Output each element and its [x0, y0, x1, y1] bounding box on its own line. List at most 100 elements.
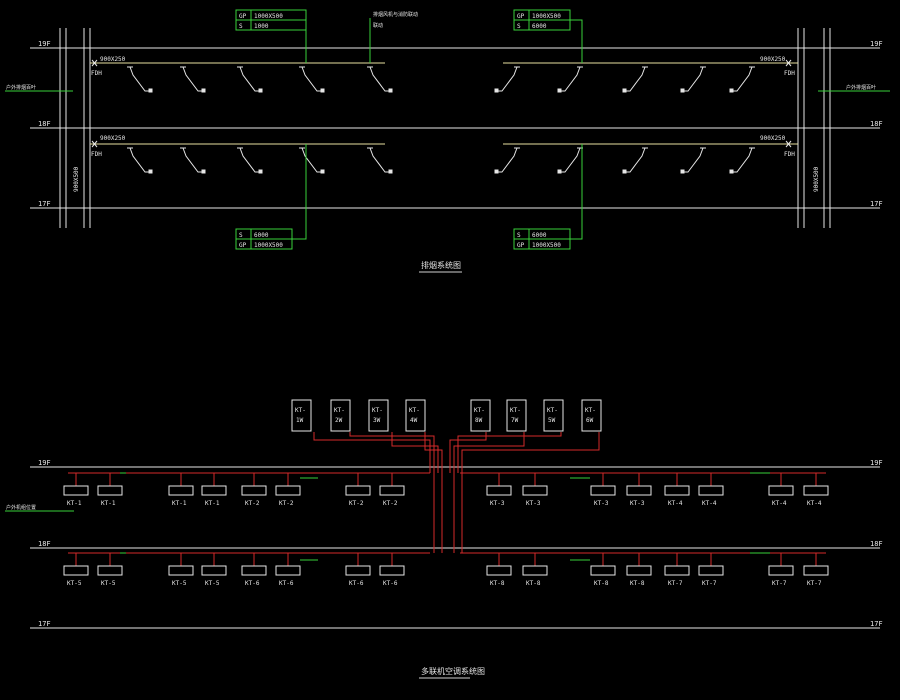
floor-label-17f-left: 17F — [38, 200, 51, 208]
indoor-unit-label: KT-7 — [807, 580, 822, 587]
outdoor-unit-label: KT- — [409, 407, 420, 414]
indoor-unit-label: KT-4 — [668, 500, 683, 507]
svg-text:1000X500: 1000X500 — [254, 242, 283, 249]
indoor-unit-label: KT-8 — [490, 580, 505, 587]
indoor-unit-19f-4: KT-1 — [201, 485, 227, 507]
indoor-unit-18f-5: KT-6 — [241, 565, 267, 587]
indoor-unit-label: KT-6 — [383, 580, 398, 587]
indoor-unit-18f-16: KT-7 — [803, 565, 829, 587]
indoor-unit-18f-6: KT-6 — [275, 565, 301, 587]
outlet-19f-right-3 — [622, 66, 648, 93]
svg-text:2W: 2W — [335, 417, 343, 424]
svg-text:S: S — [239, 232, 243, 239]
right-riser — [797, 28, 831, 228]
floor-label-19f-right: 19F — [870, 40, 883, 48]
vrf-floor-label-19f-left: 19F — [38, 459, 51, 467]
svg-text:S: S — [239, 23, 243, 30]
svg-text:6000: 6000 — [532, 232, 547, 239]
svg-text:6W: 6W — [586, 417, 594, 424]
svg-text:S: S — [517, 232, 521, 239]
indoor-unit-label: KT-3 — [526, 500, 541, 507]
pipe-joint-markers — [120, 472, 770, 561]
outdoor-unit-6: KT-7W — [506, 399, 527, 432]
indoor-unit-label: KT-5 — [205, 580, 220, 587]
outlet-19f-left-5 — [367, 66, 393, 93]
smoke-exhaust-diagram: 19F 18F 17F 19F 18F 17F 900X500 900X500 … — [5, 9, 890, 273]
indoor-unit-label: KT-5 — [67, 580, 82, 587]
indoor-unit-18f-7: KT-6 — [345, 565, 371, 587]
duct-size-19f-left: 900X250 — [100, 56, 126, 63]
fdh-19f-left: FDH — [91, 70, 102, 77]
outdoor-unit-8: KT-6W — [581, 399, 602, 432]
outlet-18f-left-5 — [367, 147, 393, 174]
fdh-18f-right: FDH — [784, 151, 795, 158]
vrf-floor-label-17f-left: 17F — [38, 620, 51, 628]
outdoor-unit-label: KT- — [295, 407, 306, 414]
indoor-unit-label: KT-1 — [205, 500, 220, 507]
outdoor-unit-4: KT- 4W — [405, 399, 426, 432]
indoor-unit-label: KT-1 — [172, 500, 187, 507]
fdh-19f-right: FDH — [784, 70, 795, 77]
vrf-floor-label-18f-right: 18F — [870, 540, 883, 548]
right-louver-note: 户外排烟百叶 — [846, 84, 876, 91]
svg-text:GP: GP — [517, 13, 525, 20]
outdoor-unit-1: KT-1W — [291, 399, 312, 432]
outdoor-unit-note: 户外机组位置 — [6, 504, 36, 511]
outlet-18f-right-4 — [680, 147, 706, 174]
bottom-diagram-title: 多联机空调系统图 — [421, 666, 485, 676]
svg-text:GP: GP — [239, 13, 247, 20]
svg-text:1000X500: 1000X500 — [532, 242, 561, 249]
outlet-18f-right-3 — [622, 147, 648, 174]
indoor-unit-19f-9: KT-3 — [486, 485, 512, 507]
outlet-19f-left-4 — [299, 66, 325, 93]
indoor-unit-label: KT-4 — [702, 500, 717, 507]
fire-damper-18f-left — [91, 140, 98, 148]
outdoor-unit-label: KT- — [474, 407, 485, 414]
refrigerant-pipes — [68, 432, 826, 566]
indoor-unit-19f-6: KT-2 — [275, 485, 301, 507]
indoor-unit-label: KT-6 — [279, 580, 294, 587]
left-riser — [59, 28, 91, 228]
vrf-floor-label-18f-left: 18F — [38, 540, 51, 548]
indoor-unit-label: KT-2 — [279, 500, 294, 507]
indoor-unit-label: KT-5 — [172, 580, 187, 587]
linkage-callout: 排烟风机与消防联动 联动 — [369, 11, 418, 63]
tag-top-right: GP 1000X500 S 6000 — [513, 9, 583, 63]
outlet-19f-right-1 — [494, 66, 520, 93]
indoor-unit-18f-13: KT-7 — [664, 565, 690, 587]
indoor-unit-19f-12: KT-3 — [626, 485, 652, 507]
vrf-ac-diagram: 19F 18F 17F 19F 18F 17F 户外机组位置 — [5, 399, 883, 679]
vrf-floor-label-19f-right: 19F — [870, 459, 883, 467]
floor-label-19f-left: 19F — [38, 40, 51, 48]
svg-text:6000: 6000 — [254, 232, 269, 239]
indoor-unit-18f-12: KT-8 — [626, 565, 652, 587]
indoor-unit-label: KT-4 — [772, 500, 787, 507]
left-louver-note: 户外排烟百叶 — [6, 84, 36, 91]
duct-size-18f-right: 900X250 — [760, 135, 786, 142]
indoor-unit-18f-2: KT-5 — [97, 565, 123, 587]
indoor-unit-19f-2: KT-1 — [97, 485, 123, 507]
indoor-unit-label: KT-8 — [594, 580, 609, 587]
indoor-unit-label: KT-7 — [702, 580, 717, 587]
outlet-18f-left-3 — [237, 147, 263, 174]
tag-top-left: GP 1000X500 S 1000 — [235, 9, 307, 63]
indoor-unit-18f-1: KT-5 — [63, 565, 89, 587]
outdoor-unit-label: KT- — [510, 407, 521, 414]
outlet-18f-left-4 — [299, 147, 325, 174]
svg-text:3W: 3W — [373, 417, 381, 424]
indoor-unit-18f-8: KT-6 — [379, 565, 405, 587]
indoor-unit-label: KT-3 — [630, 500, 645, 507]
indoor-unit-18f-11: KT-8 — [590, 565, 616, 587]
indoor-unit-19f-8: KT-2 — [379, 485, 405, 507]
smoke-outlets — [127, 66, 755, 174]
indoor-unit-19f-7: KT-2 — [345, 485, 371, 507]
svg-text:4W: 4W — [410, 417, 418, 424]
outlet-19f-left-1 — [127, 66, 153, 93]
indoor-unit-label: KT-6 — [245, 580, 260, 587]
outdoor-unit-7: KT-5W — [543, 399, 564, 432]
indoor-unit-18f-10: KT-8 — [522, 565, 548, 587]
